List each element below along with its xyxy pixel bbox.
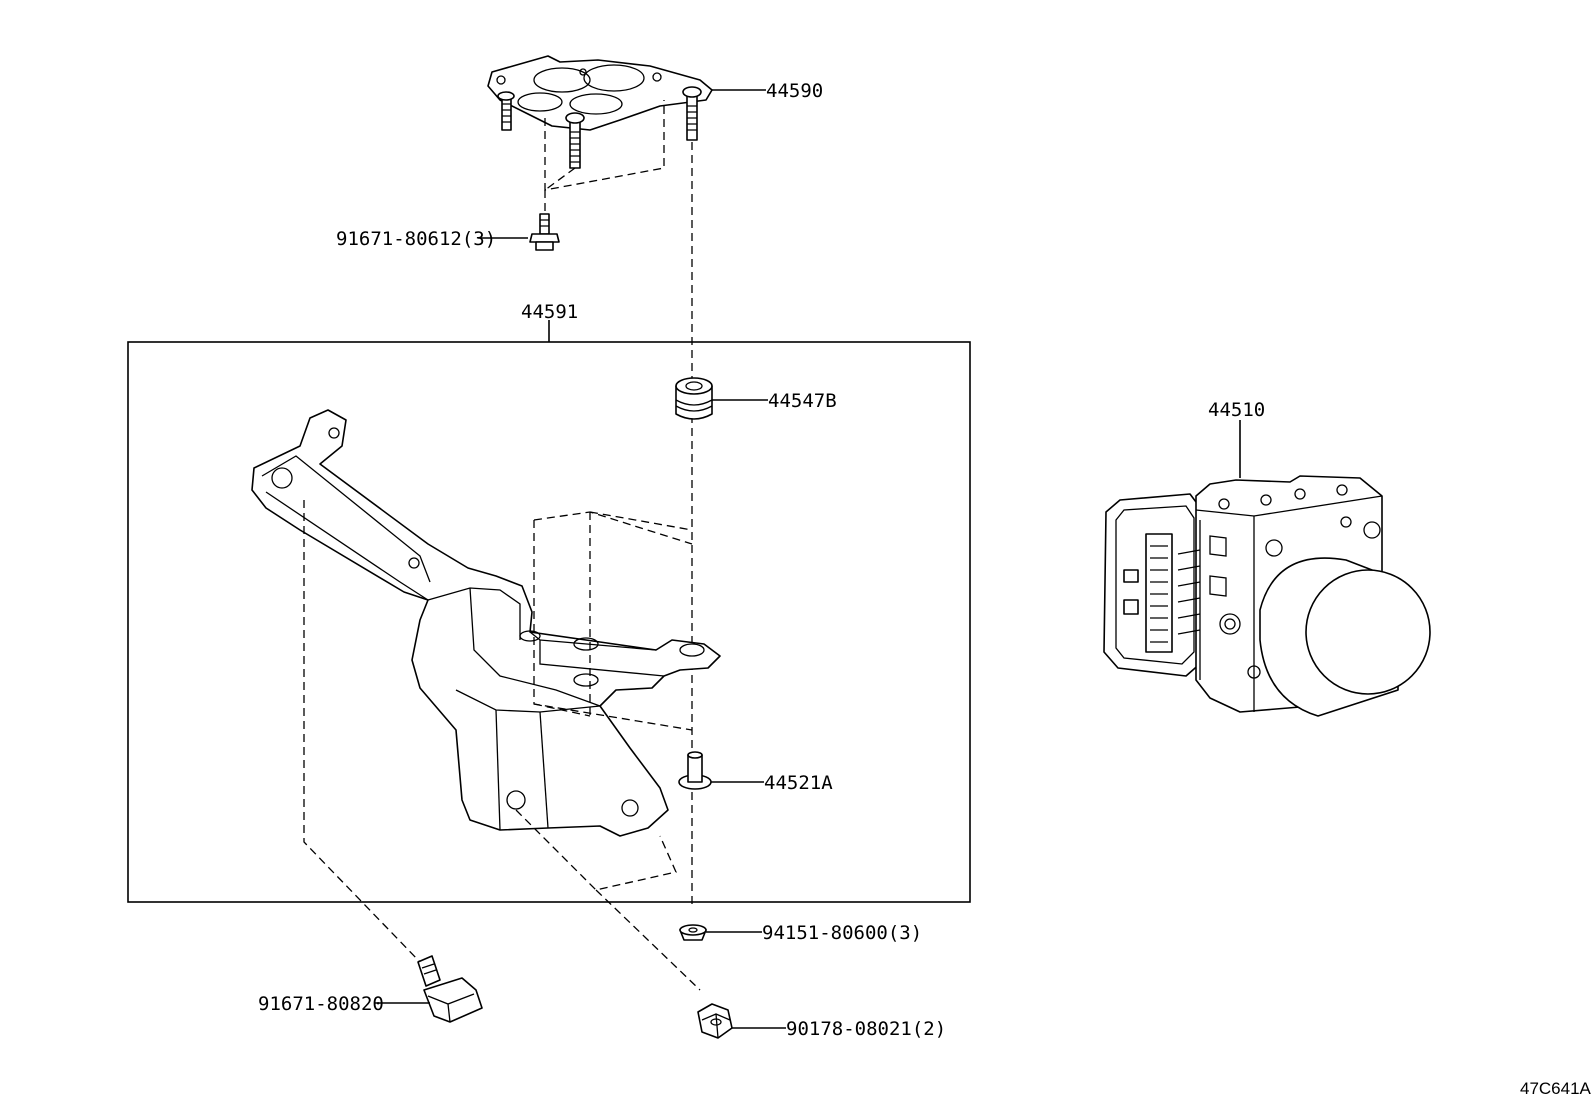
abs-actuator-44510[interactable]: [1103, 420, 1431, 717]
nut-94151-80600[interactable]: [679, 924, 707, 941]
label-44547B: 44547B: [768, 390, 837, 412]
label-91671-80820: 91671-80820: [258, 993, 384, 1015]
collar-44521A[interactable]: [678, 751, 712, 790]
label-91671-80612: 91671-80612(3): [336, 228, 496, 250]
stud-left: [497, 91, 515, 131]
bolt-91671-80820[interactable]: [417, 955, 483, 1023]
bolt-91671-80612[interactable]: [529, 213, 560, 251]
label-44521A: 44521A: [764, 772, 833, 794]
label-44591: 44591: [521, 301, 578, 323]
bracket-44591[interactable]: [251, 409, 721, 837]
label-44590: 44590: [766, 80, 823, 102]
label-44510: 44510: [1208, 399, 1265, 421]
diagram-reference-code: 47C641A: [1520, 1079, 1592, 1098]
stud-center: [565, 112, 585, 169]
stud-right: [682, 86, 702, 141]
nut-90178-08021[interactable]: [697, 1003, 733, 1039]
label-94151-80600: 94151-80600(3): [762, 922, 922, 944]
label-90178-08021: 90178-08021(2): [786, 1018, 946, 1040]
grommet-44547B[interactable]: [675, 377, 713, 420]
bracket-plate-44590[interactable]: [487, 55, 713, 169]
